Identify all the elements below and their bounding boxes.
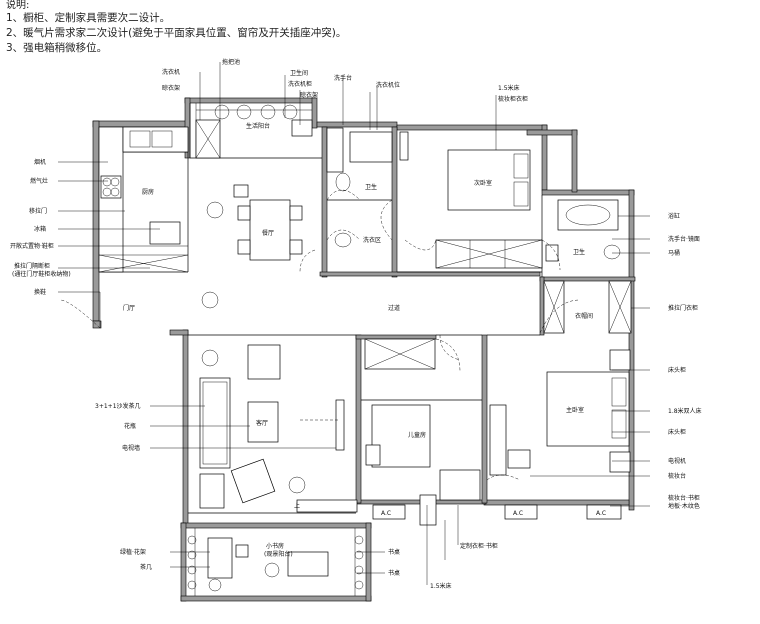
room-label-dining: 餐厅	[262, 229, 274, 237]
annotation-bottom: 绿植·花架	[120, 548, 146, 556]
room-label-study: 儿童房	[408, 431, 426, 439]
annotation-left: 推拉门隔断柜	[14, 262, 50, 270]
annotation-right: 1.8米双人床	[668, 407, 702, 415]
annotations-left: 烟机 燃气灶 移拉门 冰箱 开敞式置物·鞋柜 推拉门隔断柜 (通往门厅鞋柜收纳物…	[10, 158, 141, 452]
annotation-left: (通往门厅鞋柜收纳物)	[12, 270, 71, 278]
annotation-top: 晾衣架	[162, 84, 180, 92]
room-label-balcony-bottom-sub: (观景阳台)	[264, 550, 293, 558]
leader-lines	[58, 62, 650, 585]
annotation-right: 床头柜	[668, 428, 686, 436]
bedroom1-fixtures	[399, 131, 543, 269]
note-line-3: 3、强电箱稍微移位。	[6, 42, 108, 54]
annotation-right: 推拉门衣柜	[668, 304, 698, 312]
annotation-top: 洗衣机位	[376, 81, 400, 89]
room-label-corridor: 过道	[388, 304, 400, 312]
annotation-left: 电视墙	[122, 444, 140, 452]
cloakroom	[543, 280, 632, 334]
room-label-bath1: 卫生	[365, 183, 377, 191]
master-bedroom-fixtures	[489, 299, 631, 476]
room-labels: 厨房 餐厅 生活阳台 卫生 洗衣区 次卧室 卫生 过道 衣帽间 主卧室 门厅 客…	[123, 122, 593, 558]
annotation-top: 晾衣架	[300, 91, 318, 99]
room-label-living: 客厅	[256, 419, 268, 427]
annotation-right: 洗手台·镜面	[668, 235, 700, 243]
kitchen-fixtures	[98, 126, 189, 273]
annotation-top: 卫生间	[290, 69, 308, 77]
annotation-left: 烟机	[34, 158, 46, 166]
annotation-left: 换鞋	[34, 288, 46, 296]
ac-label: A.C	[596, 510, 606, 517]
room-label-cloak: 衣帽间	[575, 312, 593, 320]
room-label-balcony-top: 生活阳台	[246, 122, 270, 130]
room-label-entry: 门厅	[123, 304, 135, 312]
ac-label: A.C	[381, 510, 391, 517]
annotations-top: 洗衣机 晾衣架 拖把池 卫生间 洗衣机柜 晾衣架 洗手台 洗衣机位 1.5米床 …	[162, 58, 528, 103]
annotation-right: 梳妆台	[668, 472, 686, 480]
ac-label: A.C	[513, 510, 523, 517]
annotation-right: 电视机	[668, 457, 686, 465]
room-label-bedroom1: 次卧室	[474, 179, 492, 187]
annotations-right: 浴缸 洗手台·镜面 马桶 推拉门衣柜 床头柜 1.8米双人床 床头柜 电视机 梳…	[668, 212, 702, 510]
annotation-bottom: 定制衣柜·书柜	[460, 542, 498, 550]
annotation-top: 洗手台	[334, 74, 352, 82]
annotation-top: 1.5米床	[498, 84, 520, 92]
annotations-bottom: 绿植·花架 茶几 书桌 书桌 定制衣柜·书柜 1.5米床 A.C A.C A.C	[120, 510, 606, 590]
room-label-master: 主卧室	[566, 406, 584, 414]
study-fixtures	[364, 338, 481, 526]
annotation-left: 冰箱	[34, 225, 46, 233]
annotation-left: 移拉门	[29, 207, 47, 215]
annotation-right: 地板·木纹色	[668, 502, 700, 510]
annotation-bottom: 1.5米床	[430, 582, 452, 590]
annotation-bottom: 茶几	[140, 563, 152, 571]
annotation-bottom: 书桌	[388, 569, 400, 577]
annotation-right: 梳妆台·书柜	[668, 494, 700, 502]
notes-heading: 说明:	[6, 0, 30, 11]
stove-icon	[100, 175, 122, 199]
note-line-2: 2、暖气片需求家二次设计(避免于平面家具位置、窗帘及开关插座冲突)。	[6, 27, 347, 39]
design-notes: 说明: 1、橱柜、定制家具需要次二设计。 2、暖气片需求家二次设计(避免于平面家…	[6, 0, 346, 70]
annotation-right: 马桶	[668, 249, 680, 257]
annotation-right: 床头柜	[668, 366, 686, 374]
bath1-fixtures	[326, 127, 393, 248]
annotation-left: 花瓶	[124, 422, 136, 430]
room-label-bath2: 卫生	[573, 248, 585, 256]
bottom-balcony-fixtures	[187, 528, 364, 596]
dining-table	[201, 184, 303, 309]
living-room-fixtures	[199, 344, 345, 509]
annotation-left: 燃气灶	[30, 177, 48, 185]
bath2-fixtures	[545, 199, 621, 262]
room-label-balcony-bottom: 小书房	[266, 542, 284, 550]
annotation-top: 拖把池	[222, 58, 240, 66]
room-label-kitchen: 厨房	[142, 188, 154, 196]
room-label-wash: 洗衣区	[363, 236, 381, 244]
annotation-left: 3+1+1沙发茶几	[95, 402, 141, 410]
stair-label: 上	[294, 502, 300, 510]
annotation-right: 浴缸	[668, 212, 680, 220]
annotation-top: 洗衣机柜	[288, 80, 312, 88]
annotation-left: 开敞式置物·鞋柜	[10, 242, 54, 250]
top-balcony	[195, 103, 313, 159]
exterior-walls	[92, 97, 636, 602]
doors	[59, 189, 561, 513]
annotation-bottom: 书桌	[388, 548, 400, 556]
note-line-1: 1、橱柜、定制家具需要次二设计。	[6, 12, 171, 24]
ac-units	[372, 504, 622, 520]
annotation-top: 梳妆柜衣柜	[498, 95, 528, 103]
annotation-top: 洗衣机	[162, 68, 180, 76]
